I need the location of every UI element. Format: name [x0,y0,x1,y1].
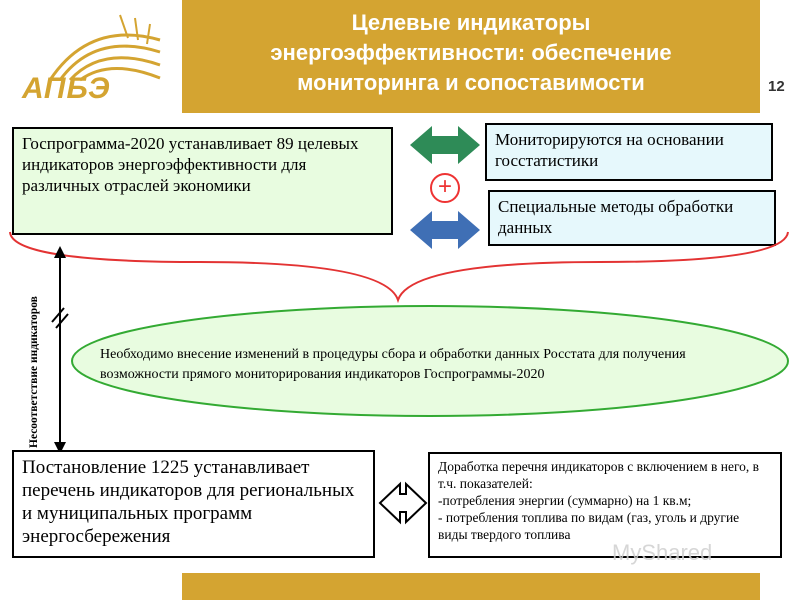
outline-double-arrow-icon [378,481,428,525]
ellipse-text: Необходимо внесение изменений в процедур… [100,347,686,382]
title-line-3: мониторинга и сопоставимости [297,70,645,95]
break-mark-1 [51,307,65,323]
page-title: Целевые индикаторы энергоэффективности: … [182,8,760,98]
dorabotka-box: Доработка перечня индикаторов с включени… [428,452,782,558]
methods-box: Специальные методы обработки данных [488,190,776,246]
monitoring-box: Мониторируются на основании госстатистик… [485,123,773,181]
page-number: 12 [768,78,785,95]
watermark: MyShared [612,540,713,565]
down-arrowhead-icon [54,442,66,454]
break-mark-2 [55,313,69,329]
footer-bar [182,573,760,600]
dorabotka-line-1: Доработка перечня индикаторов с включени… [438,459,760,491]
up-arrowhead-icon [54,246,66,258]
methods-text: Специальные методы обработки данных [498,197,734,237]
blue-double-arrow-icon [410,211,480,249]
red-brace-icon [9,231,789,304]
title-line-2: энергоэффективности: обеспечение [270,40,672,65]
ellipse-shape [71,305,789,417]
title-line-1: Целевые индикаторы [351,10,591,35]
logo [10,10,175,110]
vertical-label: Несоответствие индикаторов [28,296,40,448]
header-bar [182,0,760,113]
postanovlenie-box: Постановление 1225 устанавливает перечен… [12,450,375,558]
logo-text: АПБЭ [22,72,111,105]
green-double-arrow-icon [410,126,480,164]
gosprogramma-box: Госпрограмма-2020 устанавливает 89 целев… [12,127,393,235]
postanovlenie-text: Постановление 1225 устанавливает перечен… [22,457,355,547]
logo-rays-icon [48,14,161,82]
dorabotka-line-2: -потребления энергии (суммарно) на 1 кв.… [438,493,692,508]
plus-icon: + [430,173,460,203]
gosprogramma-text: Госпрограмма-2020 устанавливает 89 целев… [22,134,359,195]
dorabotka-line-3: - потребления топлива по видам (газ, уго… [438,510,740,542]
monitoring-text: Мониторируются на основании госстатистик… [495,130,724,170]
